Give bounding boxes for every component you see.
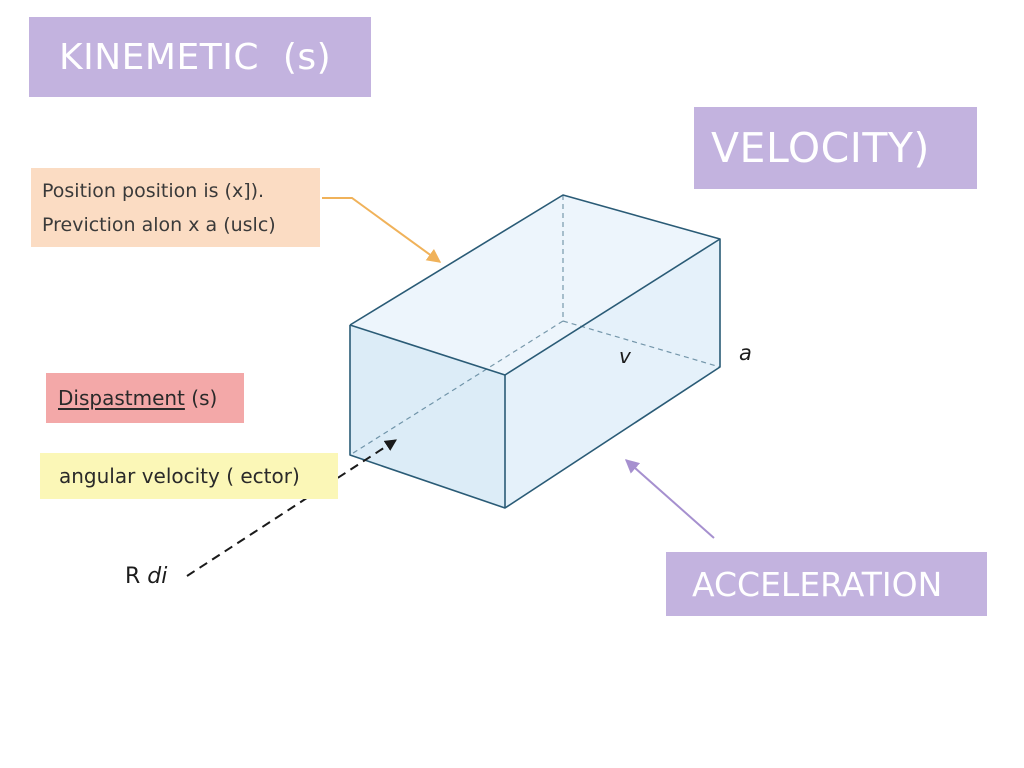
angular-velocity-label: angular velocity ( ector) — [59, 464, 300, 488]
acceleration-arrow — [624, 459, 715, 539]
position-arrow — [322, 197, 442, 263]
r-di-label: R di — [125, 564, 167, 589]
acceleration-box: ACCELERATION — [666, 552, 987, 616]
acceleration-label: ACCELERATION — [692, 564, 943, 604]
displacement-word: Dispastment — [58, 386, 185, 410]
prism-hidden-edge-back — [562, 320, 721, 368]
position-box: Position position is (x]). Previction al… — [31, 168, 320, 247]
prism-hidden-edge-left — [349, 320, 564, 456]
prism-right-face — [505, 239, 720, 508]
displacement-box: Dispastment (s) — [46, 373, 244, 423]
a-label: a — [739, 341, 752, 365]
velocity-label: VELOCITY) — [711, 124, 930, 172]
prism-front-face — [350, 325, 505, 508]
kinematic-title: KINEMETIC (s) — [59, 36, 332, 78]
kinematic-title-box: KINEMETIC (s) — [29, 17, 371, 97]
r-di-italic: di — [147, 564, 168, 589]
r-letter: R — [125, 564, 148, 589]
displacement-symbol: (s) — [184, 386, 218, 410]
position-line-1: Position position is (x]). — [42, 179, 265, 202]
prism-outline — [349, 194, 721, 509]
angular-velocity-box: angular velocity ( ector) — [40, 453, 338, 499]
v-label: v — [619, 344, 631, 368]
velocity-box: VELOCITY) — [694, 107, 977, 189]
prism-top-face — [350, 195, 720, 375]
r-dashed-arrow — [186, 439, 398, 577]
position-line-2: Previction alon x a (uslc) — [42, 213, 276, 236]
